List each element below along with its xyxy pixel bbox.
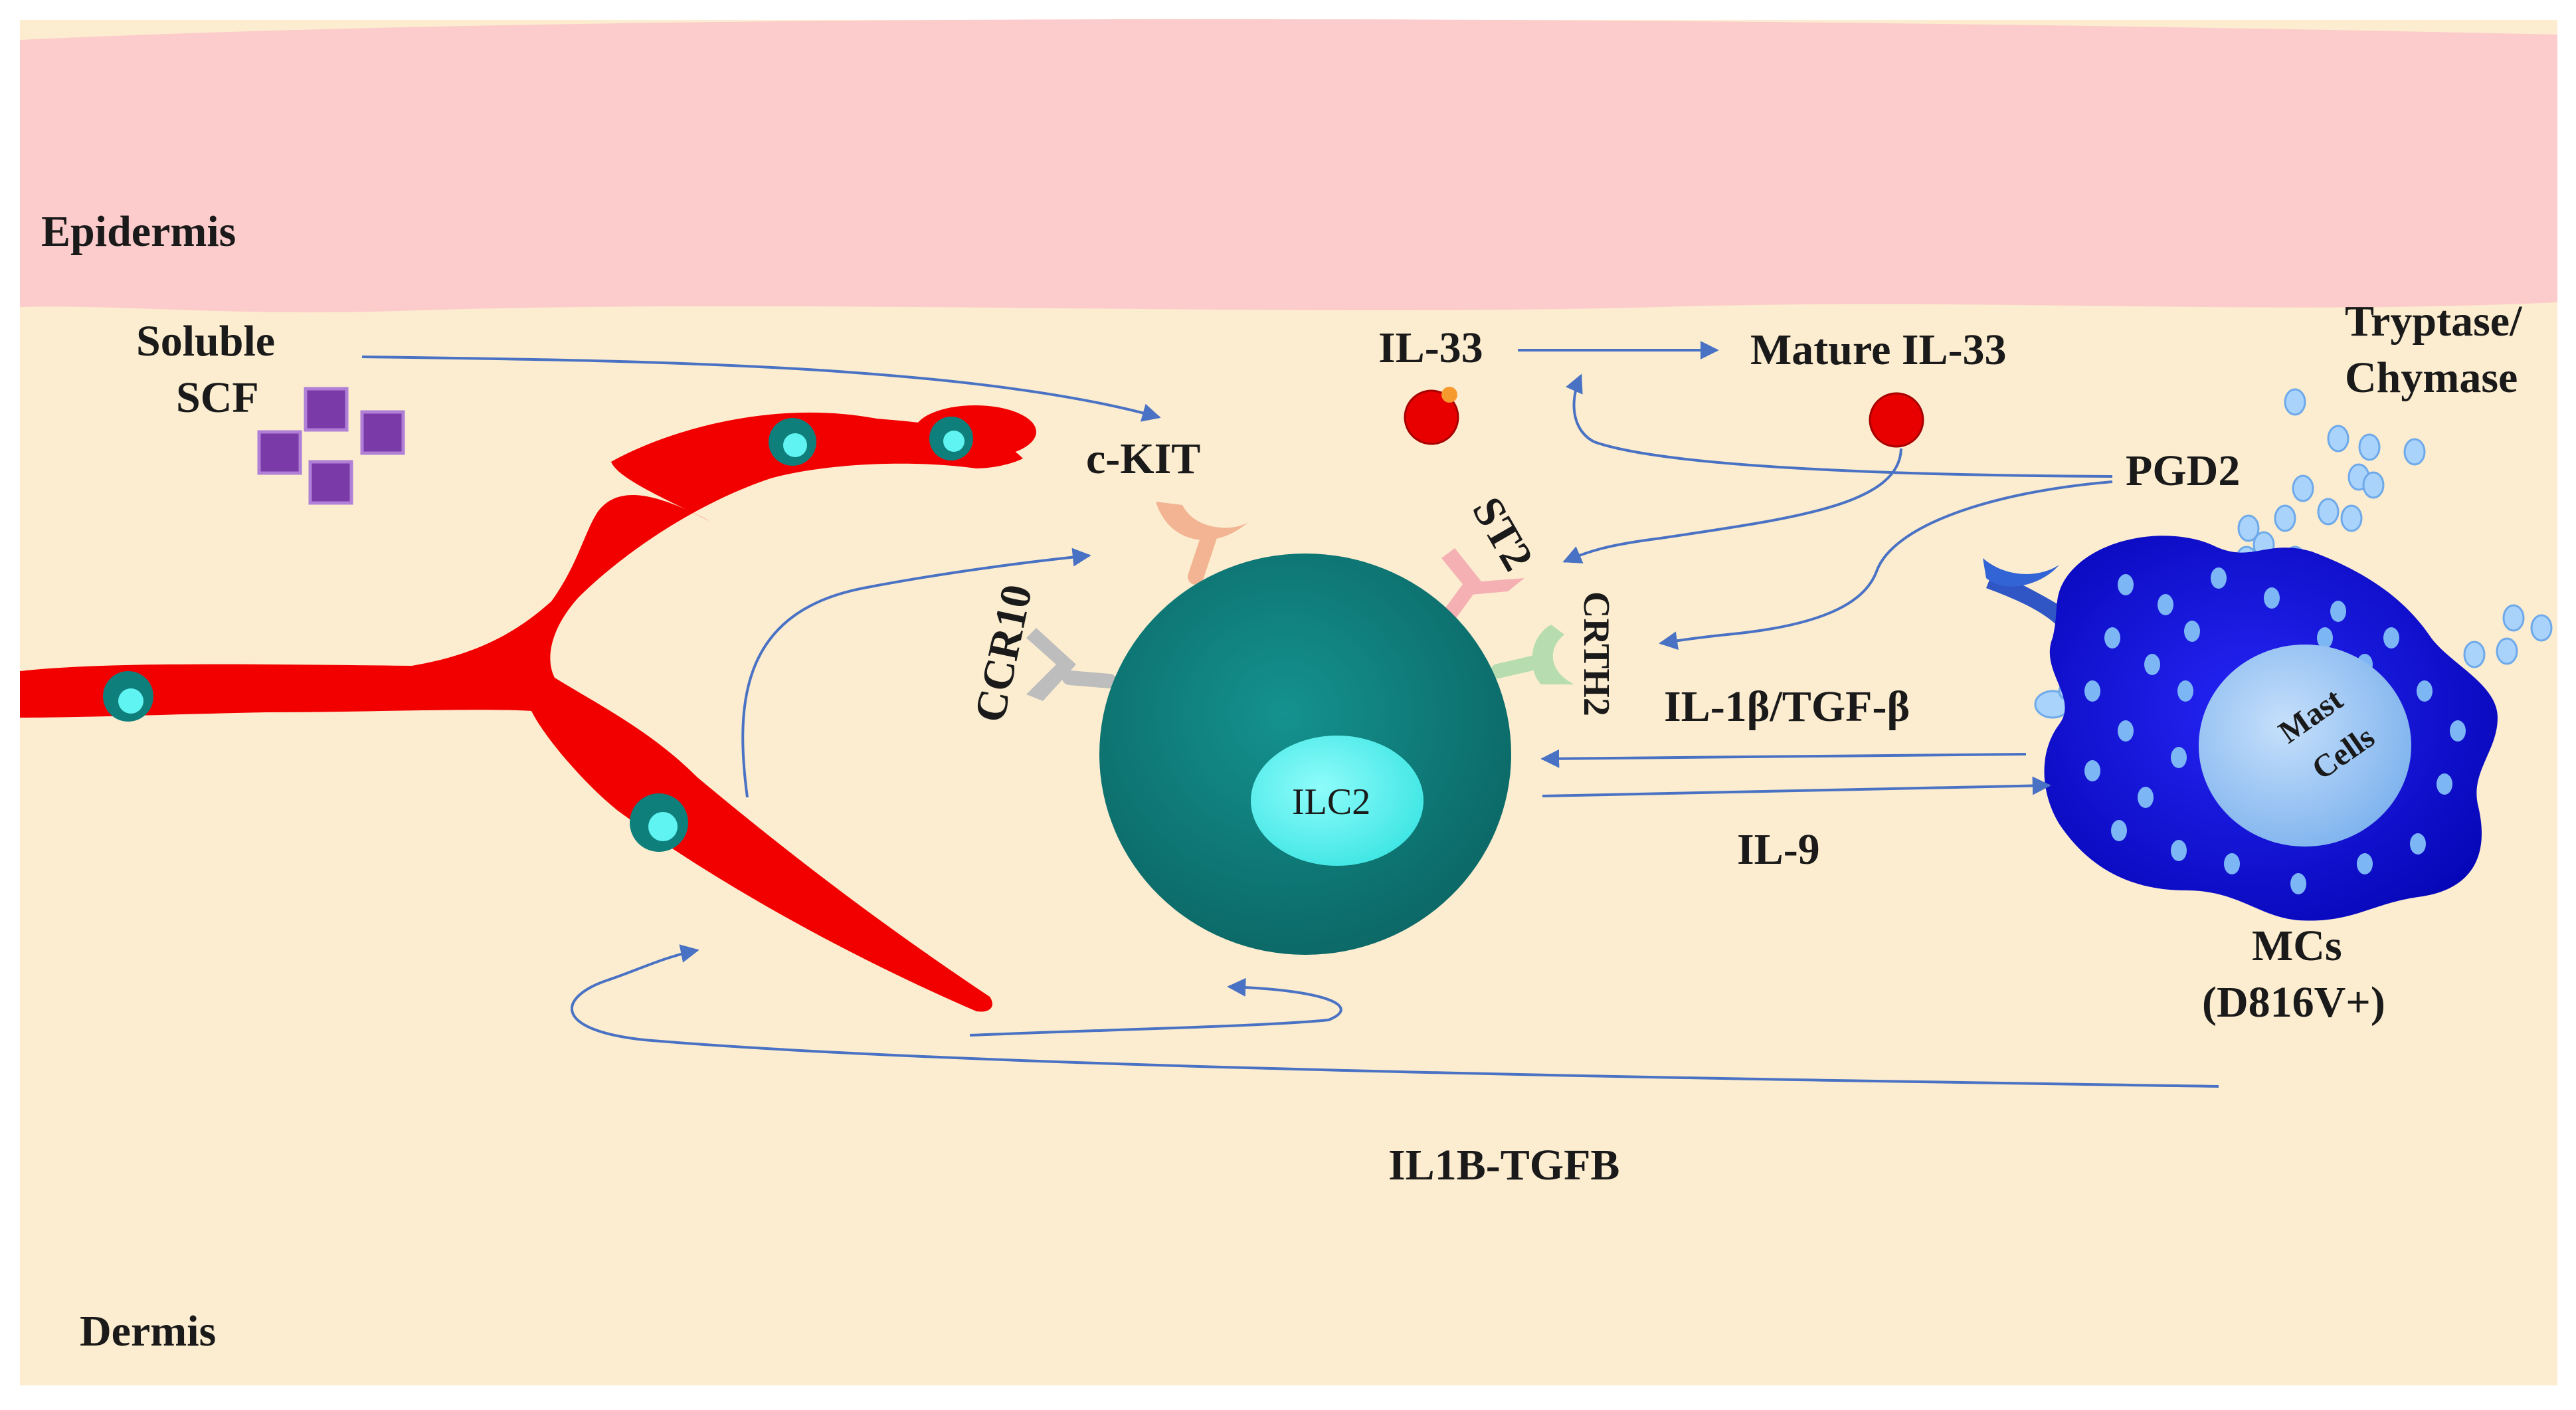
ccr10-receptor	[1026, 628, 1117, 701]
ilc2-nucleus	[1251, 736, 1424, 866]
tryptase-label: Tryptase/	[2345, 297, 2523, 346]
il1b-tgfb-label: IL1B-TGFB	[1388, 1141, 1619, 1189]
arrow-scf-to-ckit	[361, 355, 1161, 422]
il33-dot	[1404, 389, 1459, 445]
ilc2-label: ILC2	[1292, 781, 1370, 823]
mature-il33-dot	[1869, 392, 1924, 448]
il1b-tgfb-ratio-label: IL-1β/TGF-β	[1664, 682, 1910, 731]
il33-label: IL-33	[1378, 324, 1483, 372]
pgd2-label: PGD2	[2126, 447, 2240, 495]
arrow-pgd2-to-il33	[1565, 373, 2113, 478]
arrow-pgd2-to-crth2	[1659, 480, 2113, 651]
arrow-il1b-tgfb-long	[571, 944, 2219, 1088]
dermis-label: Dermis	[80, 1307, 216, 1356]
mast-cell-nucleus	[2199, 645, 2411, 847]
scf-label: SCF	[176, 373, 259, 422]
arrows	[361, 341, 2219, 1088]
arrow-loop-up-left	[741, 548, 1091, 798]
soluble-label: Soluble	[136, 317, 275, 365]
mature-il33-label: Mature IL-33	[1750, 326, 2007, 374]
mast-cell-granules	[2084, 567, 2466, 894]
epidermis-region	[20, 19, 2557, 313]
mast-cell-receptor	[1983, 558, 2076, 631]
c-kit-label: c-KIT	[1086, 435, 1200, 483]
scf-molecules	[257, 387, 405, 505]
mcs-label: MCs	[2252, 922, 2342, 970]
crth2-label: CRTH2	[1576, 591, 1617, 716]
il9-label: IL-9	[1737, 825, 1820, 874]
arrow-il1b-tgfb-short	[969, 977, 1342, 1037]
vessel-cells	[103, 417, 973, 852]
crth2-receptor	[1491, 625, 1574, 684]
chymase-label: Chymase	[2345, 353, 2518, 402]
c-kit-receptor	[1156, 502, 1249, 585]
il33-cleavage-dot	[1441, 387, 1457, 403]
arrow-ilc2-to-mc	[1542, 776, 2051, 797]
epidermis-label: Epidermis	[41, 207, 236, 256]
d816v-label: (D816V+)	[2202, 978, 2385, 1027]
st2-receptor	[1441, 548, 1524, 624]
arrow-mc-to-ilc2	[1540, 749, 2027, 768]
arrow-mature-il33-to-st2	[1562, 448, 1902, 563]
